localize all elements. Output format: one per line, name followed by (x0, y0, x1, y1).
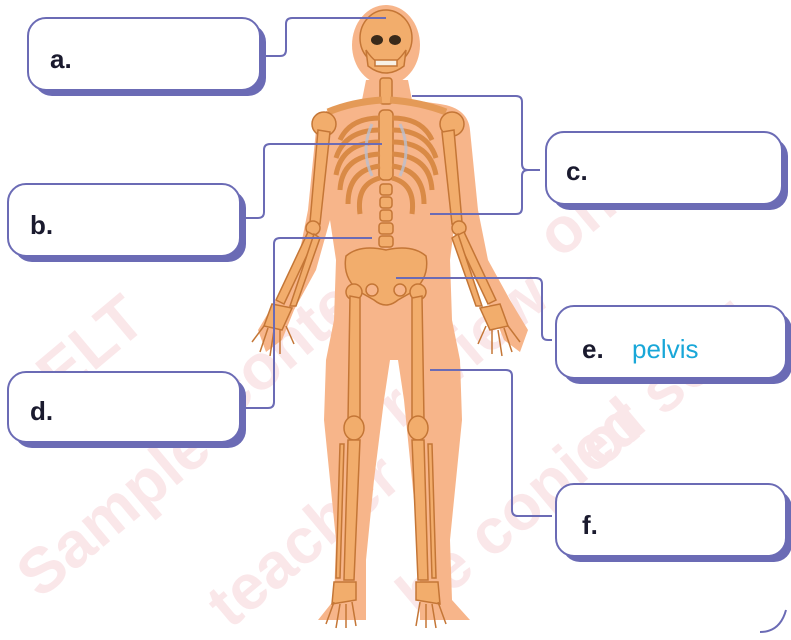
label-letter: e. (582, 334, 604, 364)
label-letter: f. (582, 510, 598, 540)
spine (379, 184, 393, 247)
label-letter: a. (50, 44, 72, 74)
label-box-a[interactable]: a. (28, 18, 266, 96)
label-box-e[interactable]: e. pelvis (556, 306, 791, 384)
label-letter: b. (30, 210, 53, 240)
label-box-d[interactable]: d. (8, 372, 246, 448)
next-exercise-box-edge (760, 610, 786, 632)
label-letter: d. (30, 396, 53, 426)
label-box-b[interactable]: b. (8, 184, 246, 262)
watermark-word: teacher (193, 439, 414, 640)
femur (348, 296, 360, 420)
label-answer: pelvis (632, 334, 698, 364)
label-box-c[interactable]: c. (546, 132, 788, 210)
label-box-f[interactable]: f. (556, 484, 791, 562)
label-letter: c. (566, 156, 588, 186)
